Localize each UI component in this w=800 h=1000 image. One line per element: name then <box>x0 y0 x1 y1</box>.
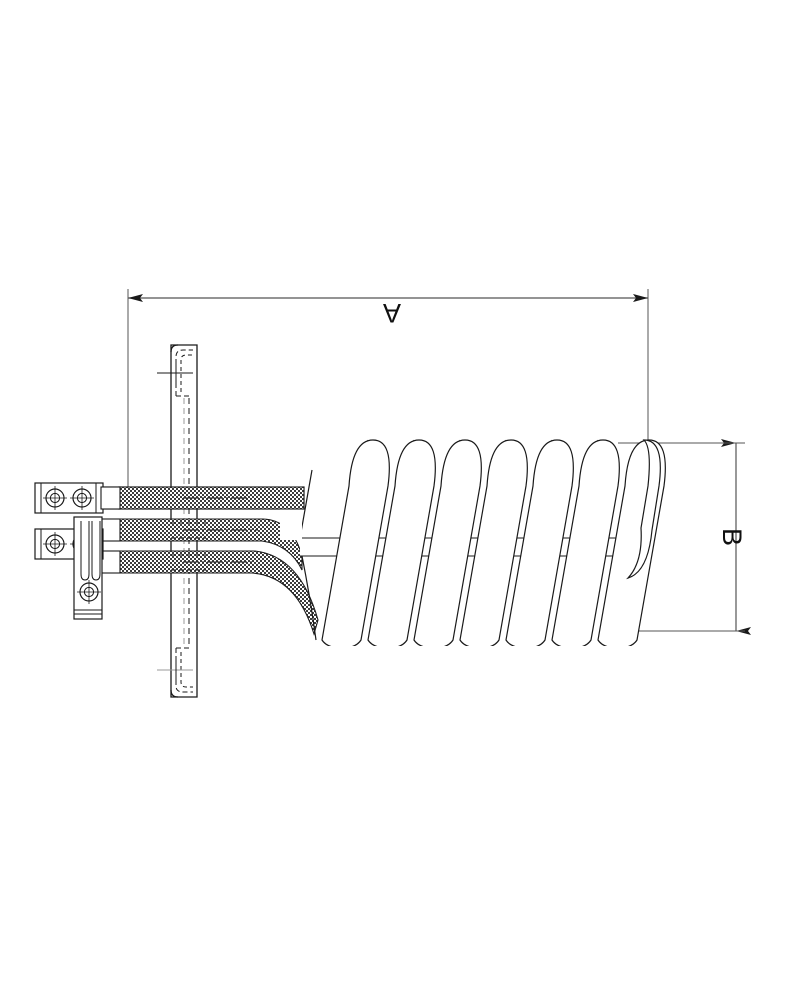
terminal-block-upper[interactable] <box>34 482 104 514</box>
flange-top-radius <box>170 344 179 353</box>
flange-bottom-radius <box>170 689 179 698</box>
dimension-b-label: B <box>717 528 747 546</box>
coil-front-strands <box>321 439 666 646</box>
terminal-screw-upper-1[interactable] <box>43 486 67 510</box>
coil-turn-6 <box>551 439 620 646</box>
coil-lead-lower <box>301 555 317 641</box>
insulation-bottom-body <box>118 550 319 636</box>
ground-bracket-slot-1 <box>80 521 90 581</box>
flange-slot-upper <box>157 349 193 397</box>
dimension-a-label: A <box>383 298 401 328</box>
coil-turn-1 <box>321 439 390 646</box>
insulation-section-middle <box>118 518 303 571</box>
ground-screw[interactable] <box>77 580 101 604</box>
flange-slot-lower-inner <box>180 652 193 688</box>
coil-turn-4 <box>459 439 528 646</box>
coil-left-mask <box>280 430 302 540</box>
coil-turn-5 <box>505 439 574 646</box>
tube-stub-bottom <box>100 550 121 574</box>
ground-bracket[interactable] <box>73 516 103 620</box>
ground-bracket-body[interactable] <box>73 516 103 620</box>
coil-turn-3 <box>413 439 482 646</box>
insulation-middle-body <box>118 518 303 571</box>
tube-stub-top-overlay <box>100 486 121 510</box>
dimension-b: B <box>618 439 751 635</box>
flange-slot-upper-hidden <box>175 349 193 396</box>
flange-slot-lower <box>157 647 193 693</box>
coil-turn-2 <box>367 439 436 646</box>
ground-bracket-slot-2 <box>91 521 101 581</box>
flange-slot-lower-hidden <box>175 648 193 693</box>
heating-coil <box>300 439 666 646</box>
tube-stub-middle <box>100 518 121 542</box>
terminal-screw-lower-1[interactable] <box>43 532 67 556</box>
terminal-screw-upper-2[interactable] <box>70 486 94 510</box>
flange-slot-upper-inner <box>180 354 193 392</box>
coil-end-bend <box>626 439 661 580</box>
dimension-a: A <box>127 289 649 500</box>
coil-end-return <box>626 439 661 580</box>
insulation-section-bottom <box>118 550 319 636</box>
